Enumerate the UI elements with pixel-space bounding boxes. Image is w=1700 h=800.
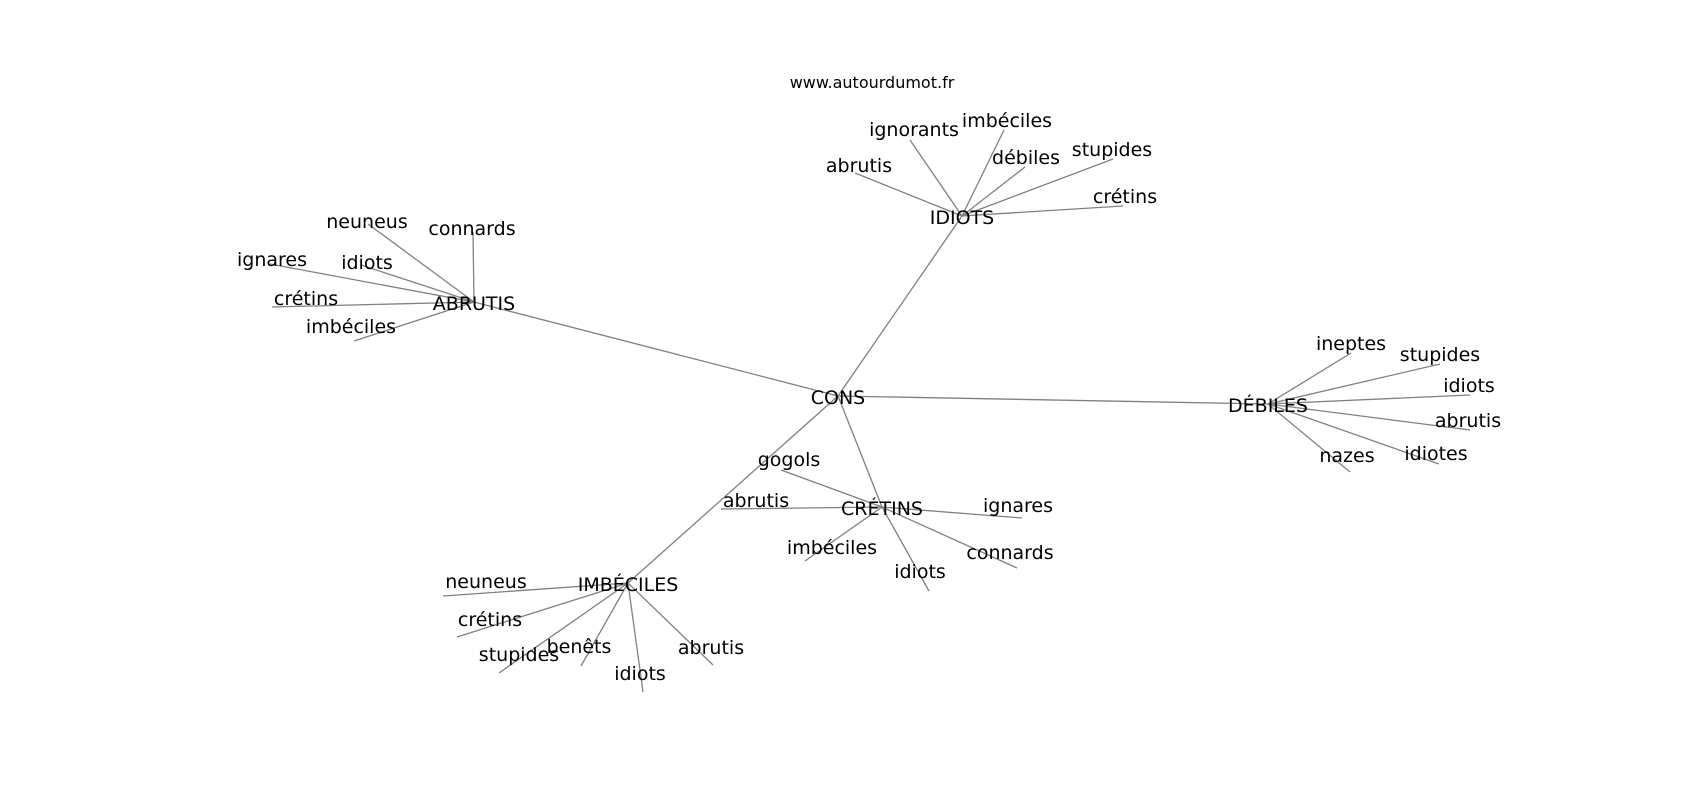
edge-imbeciles_hub-leaf-4 [627, 582, 714, 666]
hub-word[interactable]: ABRUTIS [433, 293, 515, 315]
leaf-word[interactable]: connards [966, 542, 1053, 564]
leaf-word[interactable]: connards [428, 218, 515, 240]
leaf-word[interactable]: idiots [341, 252, 393, 274]
edge-abrutis_hub-leaf-3 [360, 264, 475, 303]
leaf-word[interactable]: idiots [894, 561, 946, 583]
leaf-word[interactable]: stupides [479, 644, 559, 666]
leaf-word[interactable]: crétins [274, 288, 338, 310]
edge-cretins_hub-leaf-2 [881, 506, 1023, 519]
leaf-word[interactable]: imbéciles [306, 316, 396, 338]
leaf-word[interactable]: idiots [614, 663, 666, 685]
edge-center-abrutis_hub [473, 301, 839, 397]
center-word[interactable]: CONS [811, 387, 866, 409]
edge-center-idiots_hub [837, 215, 963, 397]
edge-debiles_hub-leaf-1 [1267, 363, 1441, 405]
edge-cretins_hub-leaf-0 [780, 469, 883, 508]
edge-abrutis_hub-leaf-0 [367, 223, 475, 303]
leaf-word[interactable]: imbéciles [962, 110, 1052, 132]
edges-layer [269, 129, 1471, 693]
edge-idiots_hub-leaf-0 [909, 139, 963, 217]
edge-cretins_hub-leaf-3 [804, 506, 883, 562]
leaf-word[interactable]: ignares [237, 249, 307, 271]
edge-debiles_hub-leaf-4 [1267, 403, 1440, 465]
hub-word[interactable]: IDIOTS [930, 207, 994, 229]
edge-idiots_hub-leaf-1 [961, 129, 1005, 217]
leaf-word[interactable]: benêts [547, 636, 612, 658]
edge-debiles_hub-leaf-0 [1267, 352, 1352, 405]
leaf-word[interactable]: abrutis [723, 490, 789, 512]
leaf-word[interactable]: crétins [458, 609, 522, 631]
leaf-word[interactable]: abrutis [678, 637, 744, 659]
leaf-word[interactable]: abrutis [1435, 410, 1501, 432]
leaf-word[interactable]: neuneus [326, 211, 407, 233]
edge-debiles_hub-leaf-5 [1267, 403, 1351, 473]
leaf-word[interactable]: idiotes [1404, 443, 1467, 465]
edge-idiots_hub-leaf-3 [961, 166, 1026, 217]
edge-imbeciles_hub-leaf-5 [627, 582, 644, 693]
leaf-word[interactable]: crétins [1093, 186, 1157, 208]
edge-center-debiles_hub [837, 395, 1269, 405]
leaf-word[interactable]: nazes [1319, 445, 1374, 467]
edge-debiles_hub-leaf-3 [1267, 403, 1471, 431]
hub-word[interactable]: DÉBILES [1228, 394, 1308, 417]
leaf-word[interactable]: imbéciles [787, 537, 877, 559]
edge-idiots_hub-leaf-4 [961, 158, 1114, 217]
leaf-word[interactable]: idiots [1443, 375, 1495, 397]
edge-cretins_hub-leaf-4 [881, 506, 1018, 569]
leaf-word[interactable]: ineptes [1316, 333, 1386, 355]
leaf-word[interactable]: neuneus [445, 571, 526, 593]
edge-cretins_hub-leaf-1 [720, 506, 883, 510]
edge-debiles_hub-leaf-2 [1267, 394, 1471, 405]
edge-imbeciles_hub-leaf-2 [498, 582, 629, 674]
leaf-word[interactable]: ignares [983, 495, 1053, 517]
edge-abrutis_hub-leaf-2 [269, 263, 475, 303]
edge-center-cretins_hub [837, 395, 883, 508]
edge-imbeciles_hub-leaf-3 [580, 582, 629, 667]
leaf-word[interactable]: stupides [1400, 344, 1480, 366]
leaf-word[interactable]: abrutis [826, 155, 892, 177]
leaf-word[interactable]: stupides [1072, 139, 1152, 161]
edge-idiots_hub-leaf-5 [961, 205, 1124, 217]
hub-word[interactable]: CRÉTINS [841, 497, 923, 520]
edge-cretins_hub-leaf-5 [881, 506, 930, 592]
edge-abrutis_hub-leaf-1 [472, 231, 475, 303]
edge-center-imbeciles_hub [627, 395, 839, 584]
leaf-word[interactable]: ignorants [869, 119, 959, 141]
edge-idiots_hub-leaf-2 [854, 172, 963, 217]
edge-imbeciles_hub-leaf-1 [456, 582, 629, 638]
edge-abrutis_hub-leaf-5 [353, 301, 475, 342]
edge-abrutis_hub-leaf-4 [271, 301, 475, 308]
leaf-word[interactable]: débiles [992, 147, 1060, 169]
hub-word[interactable]: IMBÉCILES [578, 573, 679, 596]
leaf-word[interactable]: gogols [758, 449, 821, 471]
source-url[interactable]: www.autourdumot.fr [790, 73, 955, 92]
edge-imbeciles_hub-leaf-0 [442, 582, 629, 597]
